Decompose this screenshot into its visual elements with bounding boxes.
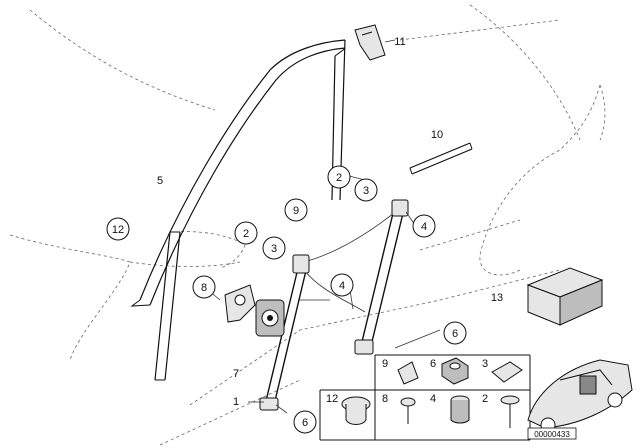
repair-kit-box (526, 267, 604, 326)
callout-3a: 3 (363, 185, 369, 197)
callout-circle-8 (192, 275, 216, 299)
car-body-outline (9, 4, 606, 446)
callout-5: 5 (157, 175, 163, 187)
table-label-r1-c1: 9 (382, 358, 388, 370)
table-label-r2-c1: 12 (326, 393, 338, 405)
regulator-motor-unit (255, 299, 285, 337)
window-regulator (259, 199, 409, 411)
clip-part (354, 24, 386, 61)
callout-4b: 4 (339, 280, 345, 292)
callout-12: 12 (112, 224, 124, 236)
callout-9: 9 (293, 205, 299, 217)
callouts: 12 9 2 3 4 2 3 4 8 6 6 5 11 10 13 7 1 (106, 36, 503, 434)
callout-circle-9 (284, 198, 308, 222)
callout-7: 7 (233, 368, 239, 380)
callout-circle-3a (354, 178, 378, 202)
table-label-r2-c3: 4 (430, 393, 436, 405)
callout-6a: 6 (452, 328, 458, 340)
ref-code: 00000433 (534, 430, 570, 439)
callout-3b: 3 (271, 243, 277, 255)
callout-circle-6a (443, 321, 467, 345)
window-frame-trim (130, 39, 346, 307)
table-label-r1-c3: 3 (482, 358, 488, 370)
callout-circle-3b (262, 236, 286, 260)
callout-2b: 2 (243, 228, 249, 240)
ref-code-box (527, 427, 577, 440)
motor-part (224, 284, 256, 323)
hardware-table (319, 354, 531, 441)
table-label-r2-c2: 8 (382, 393, 388, 405)
callout-11: 11 (394, 36, 405, 48)
callout-circle-6b (293, 410, 317, 434)
callout-1: 1 (233, 396, 239, 408)
callout-4a: 4 (421, 221, 427, 233)
table-labels: 9 6 3 12 8 4 2 (326, 358, 488, 405)
callout-circle-12 (106, 217, 130, 241)
callout-circle-4b (330, 273, 354, 297)
table-label-r1-c2: 6 (430, 358, 436, 370)
callout-2a: 2 (336, 172, 342, 184)
callout-13: 13 (491, 292, 503, 304)
table-label-r2-c4: 2 (482, 393, 488, 405)
callout-circle-4a (412, 214, 436, 238)
car-thumbnail (527, 359, 633, 433)
callout-circle-2a (327, 165, 351, 189)
front-guide-rail (154, 231, 181, 381)
callout-8: 8 (201, 282, 207, 294)
callout-circle-2b (234, 221, 258, 245)
seal-strip (409, 142, 473, 175)
callout-6b: 6 (302, 417, 308, 429)
callout-10: 10 (431, 129, 443, 141)
